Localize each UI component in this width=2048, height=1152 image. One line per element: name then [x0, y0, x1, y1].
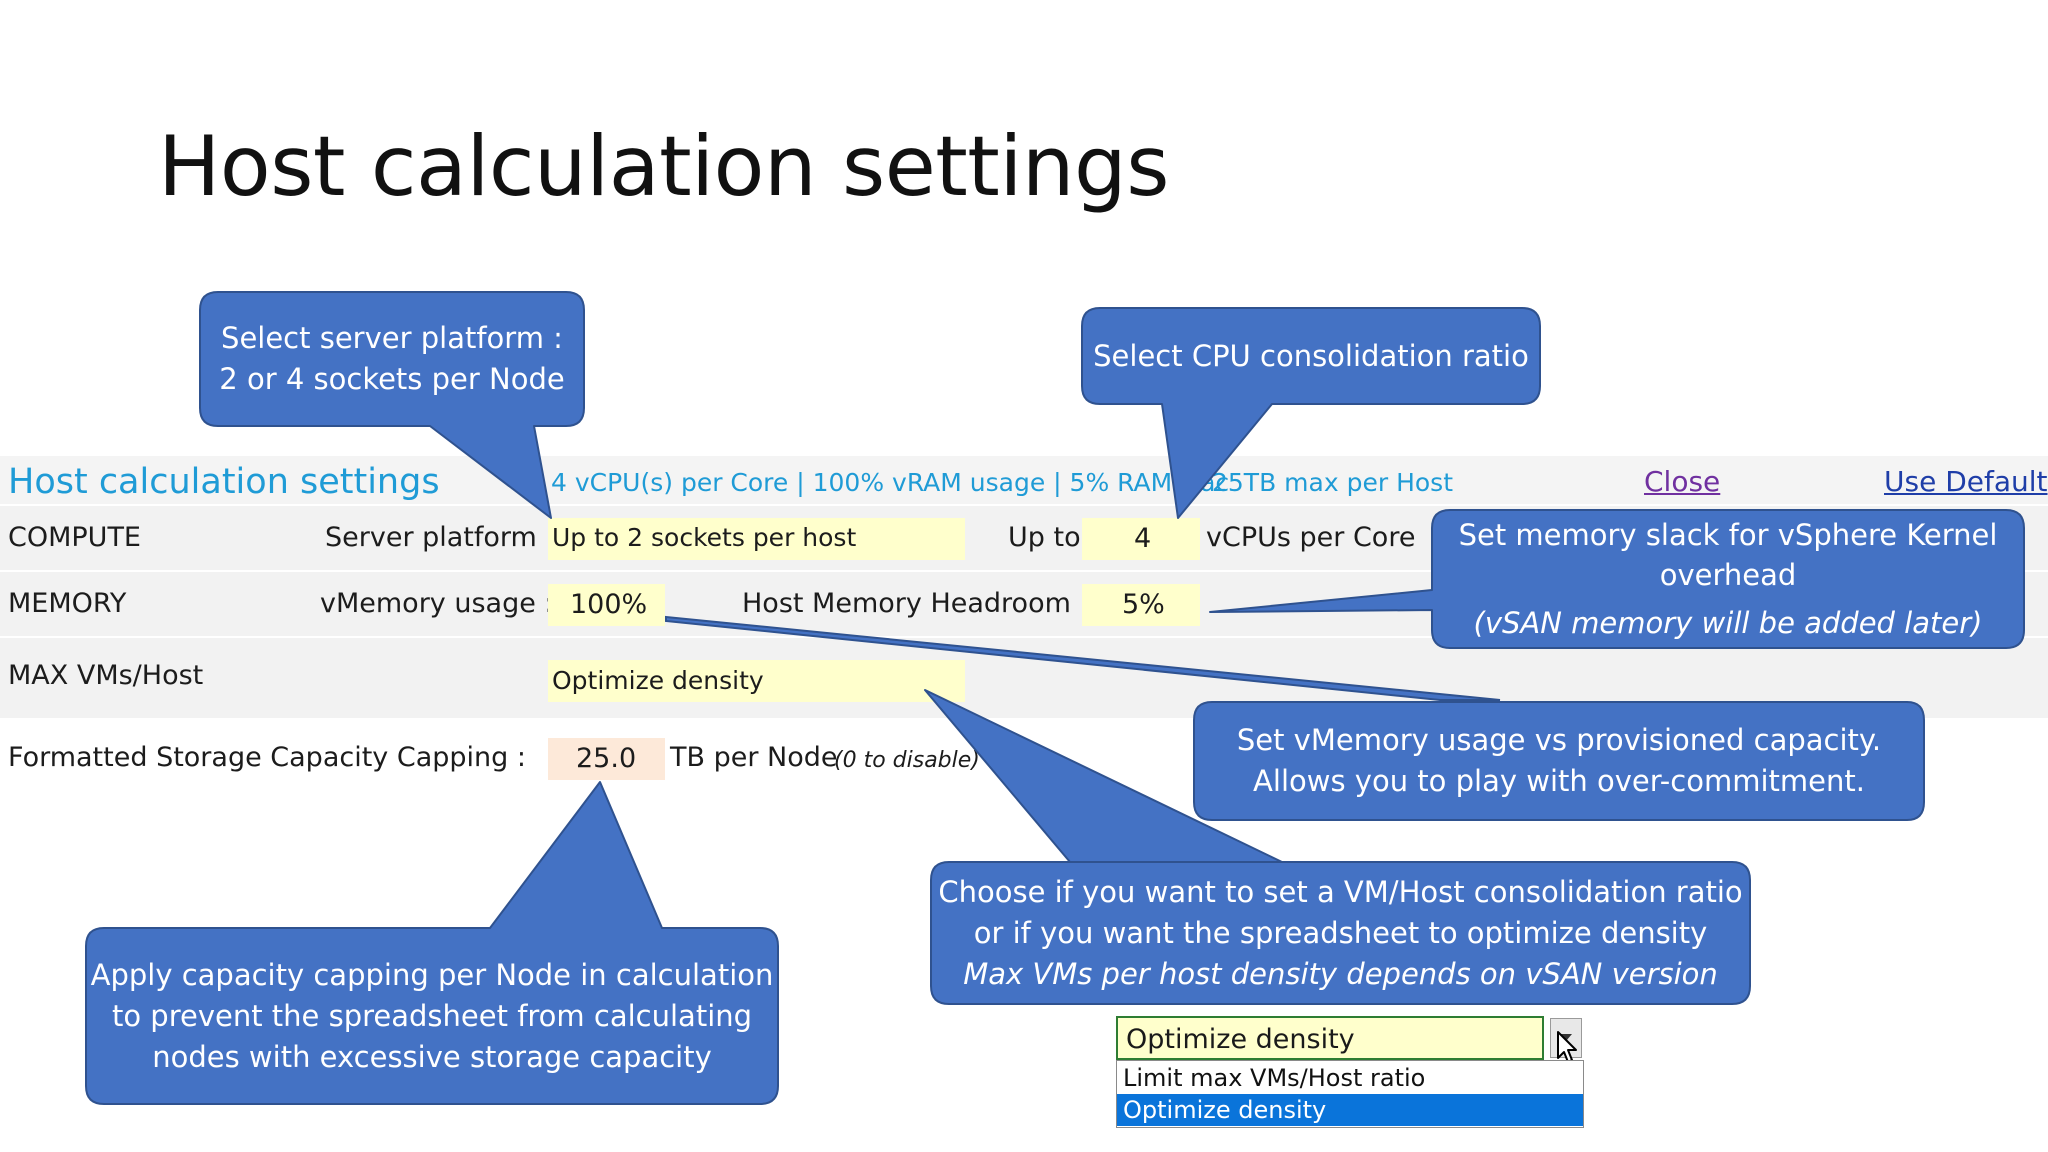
max-vms-value: Optimize density	[552, 666, 764, 695]
callout-density	[924, 689, 1751, 1005]
storage-unit: TB per Node	[670, 742, 838, 773]
sheet-header-band	[0, 456, 2048, 504]
callout-memory-slack-text: Set memory slack for vSphere Kernel over…	[1432, 510, 2024, 648]
callout-vmemory	[1193, 701, 1925, 821]
headroom-value: 5%	[1122, 589, 1165, 620]
up-to-label: Up to	[1008, 522, 1081, 553]
server-platform-label: Server platform :	[325, 522, 555, 553]
callout-line: Set vMemory usage vs provisioned capacit…	[1236, 723, 1882, 757]
callout-cpu-ratio	[1081, 307, 1541, 519]
storage-capping-value: 25.0	[576, 743, 637, 774]
callout-cpu-ratio-text: Select CPU consolidation ratio	[1082, 308, 1540, 404]
callout-server-platform-text: Select server platform : 2 or 4 sockets …	[200, 292, 584, 426]
vmemory-value: 100%	[570, 589, 648, 620]
callout-line: nodes with excessive storage capacity	[152, 1039, 712, 1074]
callout-line: Allows you to play with over-commitment.	[1253, 764, 1865, 798]
sheet-title: Host calculation settings	[8, 462, 440, 502]
callout-capping	[85, 781, 779, 1105]
compute-label: COMPUTE	[8, 522, 141, 553]
callout-line: to prevent the spreadsheet from calculat…	[111, 998, 753, 1033]
callout-line: 2 or 4 sockets per Node	[219, 362, 565, 396]
vmemory-label: vMemory usage :	[320, 588, 554, 619]
vmemory-input[interactable]: 100%	[548, 584, 665, 626]
callout-line: or if you want the spreadsheet to optimi…	[973, 915, 1708, 950]
summary-text-capacity: 25TB max per Host	[1212, 468, 1453, 497]
dropdown-option-optimize[interactable]: Optimize density	[1117, 1094, 1583, 1126]
callout-memory-slack	[1209, 509, 2025, 649]
callout-density-text: Choose if you want to set a VM/Host cons…	[931, 862, 1750, 1004]
headroom-label: Host Memory Headroom :	[742, 588, 1089, 619]
close-link[interactable]: Close	[1644, 465, 1721, 498]
slide-title: Host calculation settings	[158, 118, 1169, 215]
callout-line: Set memory slack for vSphere Kernel	[1458, 518, 1998, 552]
dropdown-field[interactable]: Optimize density	[1116, 1016, 1544, 1060]
callout-vmemory-pointer	[665, 615, 1501, 701]
callout-line: Select server platform :	[221, 321, 563, 355]
callout-line: Select CPU consolidation ratio	[1093, 338, 1529, 373]
storage-capping-input[interactable]: 25.0	[548, 738, 665, 780]
server-platform-value: Up to 2 sockets per host	[552, 523, 857, 552]
headroom-input[interactable]: 5%	[1082, 584, 1200, 626]
vcpu-suffix: vCPUs per Core	[1206, 522, 1416, 553]
max-vms-label: MAX VMs/Host	[8, 660, 204, 691]
max-vms-select[interactable]: Optimize density	[548, 660, 965, 702]
vcpu-ratio-value: 4	[1134, 523, 1152, 554]
callout-line: Apply capacity capping per Node in calcu…	[90, 957, 774, 992]
dropdown-selected-value: Optimize density	[1126, 1024, 1355, 1055]
callout-capping-text: Apply capacity capping per Node in calcu…	[86, 928, 778, 1104]
callout-server-platform	[199, 291, 585, 519]
memory-label: MEMORY	[8, 588, 127, 619]
callout-line: (vSAN memory will be added later)	[1473, 606, 1983, 640]
dropdown-option-limit[interactable]: Limit max VMs/Host ratio	[1123, 1064, 1426, 1092]
max-vms-dropdown[interactable]: Optimize density Limit max VMs/Host rati…	[1116, 1016, 1584, 1128]
callout-vmemory-text: Set vMemory usage vs provisioned capacit…	[1194, 702, 1924, 820]
server-platform-select[interactable]: Up to 2 sockets per host	[548, 518, 965, 560]
dropdown-options: Limit max VMs/Host ratio Optimize densit…	[1116, 1060, 1584, 1128]
callout-line: overhead	[1659, 558, 1797, 592]
use-default-link[interactable]: Use Default	[1884, 465, 2048, 498]
summary-text: 4 vCPU(s) per Core | 100% vRAM usage | 5…	[551, 468, 1230, 497]
storage-capping-label: Formatted Storage Capacity Capping :	[8, 742, 526, 773]
vcpu-ratio-input[interactable]: 4	[1082, 518, 1200, 560]
callout-line: Max VMs per host density depends on vSAN…	[963, 956, 1718, 991]
callout-line: Choose if you want to set a VM/Host cons…	[938, 874, 1743, 909]
storage-hint: (0 to disable)	[834, 748, 980, 773]
